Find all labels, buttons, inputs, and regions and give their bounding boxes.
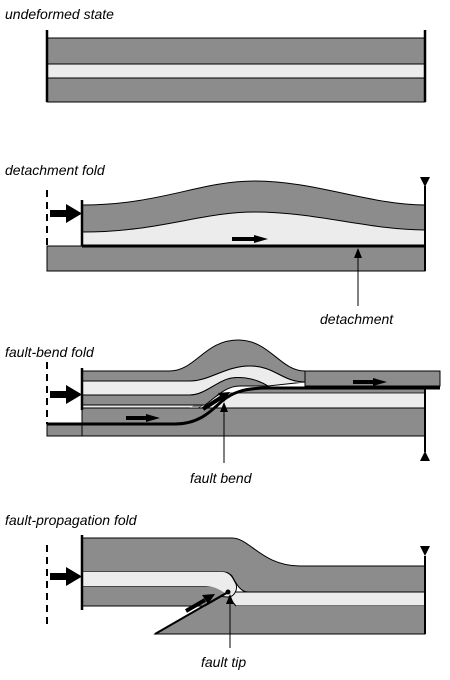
- slip-arrow-icon: [202, 594, 215, 604]
- panel-title-fault-bend-fold: fault-bend fold: [5, 344, 95, 360]
- push-arrow-shaft: [50, 573, 68, 580]
- detachment-label: detachment: [320, 311, 394, 327]
- lower-dark-layer: [46, 77, 426, 103]
- slip-arrow-shaft: [232, 237, 256, 241]
- panel-undeformed: undeformed state: [5, 6, 427, 103]
- slip-arrow-icon: [254, 235, 268, 243]
- pointer-arrowhead-icon: [226, 594, 234, 604]
- fault-tip-label: fault tip: [201, 654, 246, 670]
- slip-arrow-icon-2: [218, 392, 230, 402]
- pointer-arrowhead-icon: [220, 402, 228, 412]
- slip-arrow-shaft: [184, 598, 207, 613]
- slip-arrow-icon-1: [146, 414, 160, 422]
- light-layer: [46, 63, 426, 79]
- fault-tip-marker: [225, 589, 231, 595]
- panel-title-detachment-fold: detachment fold: [5, 162, 106, 178]
- fault-bend-label: fault bend: [190, 470, 253, 486]
- light-fill: [82, 572, 235, 594]
- push-arrow-icon: [66, 385, 82, 404]
- pin-marker-icon: [420, 177, 430, 187]
- footwall-light-layer: [227, 591, 426, 607]
- slip-arrow-shaft-3: [353, 380, 375, 384]
- push-arrow-icon: [66, 204, 82, 223]
- push-arrow-shaft: [50, 210, 68, 217]
- pointer-arrowhead-icon: [354, 248, 362, 258]
- light-core: [82, 212, 425, 246]
- hangingwall-lower-layer: [81, 377, 270, 406]
- upper-dark-layer: [46, 37, 426, 65]
- thrust-fault-line: [47, 386, 440, 426]
- panel-fault-propagation-fold: fault-propagation fold fault tip: [5, 512, 430, 670]
- thrust-sheet-right: [304, 370, 441, 387]
- panel-title-fault-propagation-fold: fault-propagation fold: [5, 512, 138, 528]
- footwall-mid: [236, 606, 425, 617]
- slip-arrow-icon-3: [373, 378, 387, 386]
- push-arrow-icon: [66, 567, 82, 586]
- fault-line: [154, 591, 229, 635]
- pin-marker-icon: [420, 546, 430, 556]
- panel-detachment-fold: detachment fold detachment: [5, 162, 430, 327]
- panel-title-undeformed: undeformed state: [5, 6, 114, 22]
- pin-marker-icon: [420, 451, 430, 461]
- footwall-base: [81, 407, 426, 437]
- panel-fault-bend-fold: fault-bend fold: [5, 339, 441, 486]
- slip-arrow-shaft-1: [126, 416, 148, 420]
- slip-arrow-shaft-2: [201, 395, 224, 411]
- basement-layer: [46, 245, 426, 272]
- push-arrow-shaft: [50, 391, 68, 398]
